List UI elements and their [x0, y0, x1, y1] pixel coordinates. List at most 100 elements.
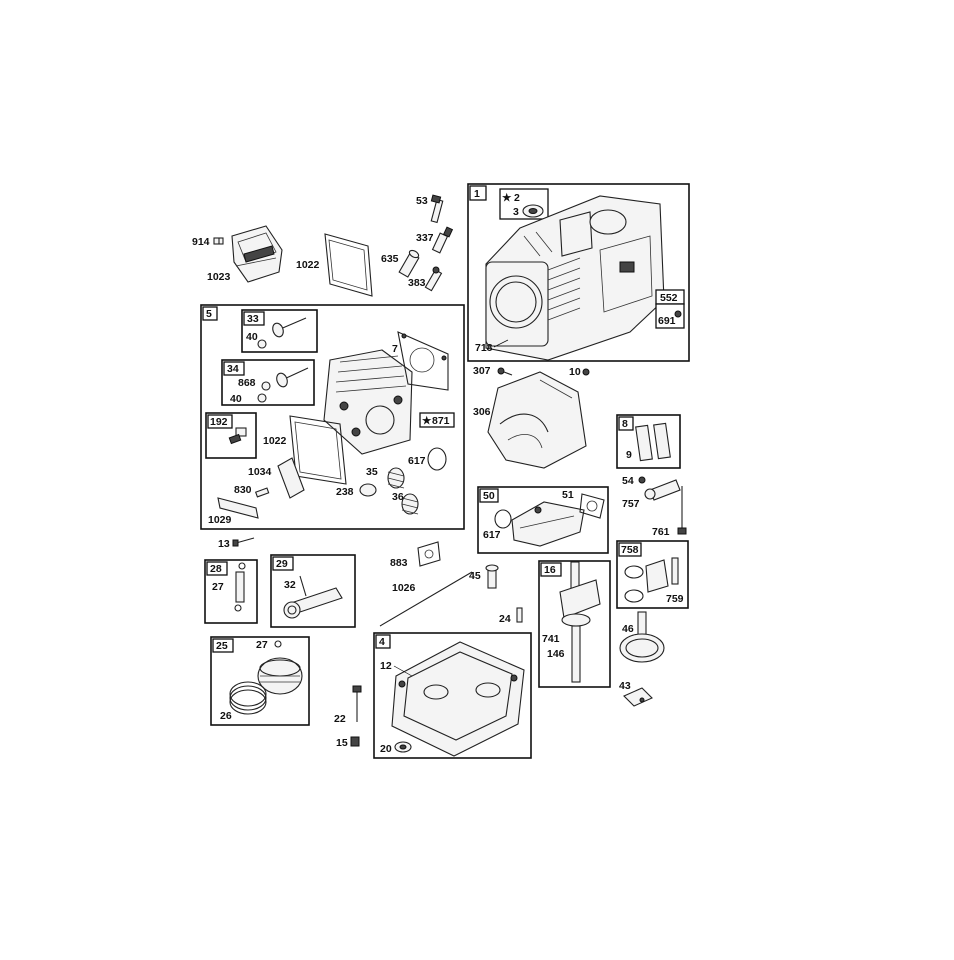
rocker-stud-part [256, 488, 269, 497]
group-label-25: 25 [216, 640, 228, 652]
sleeve-part [399, 249, 420, 277]
star-icon: ★ [422, 415, 432, 427]
group-label-192: 192 [210, 416, 228, 428]
callout-830: 830 [234, 484, 252, 496]
callout-27-pin: 27 [212, 581, 224, 593]
group-label-552: 552 [660, 292, 678, 304]
o-ring-part [495, 510, 511, 528]
group-label-2: 2 [514, 192, 520, 204]
callout-757: 757 [622, 498, 640, 510]
callout-146: 146 [547, 648, 565, 660]
callout-54: 54 [622, 475, 634, 487]
piston-ring-part [230, 682, 266, 714]
oil-seal-part [395, 742, 411, 752]
callout-306: 306 [473, 406, 491, 418]
valve-part [258, 368, 308, 402]
callout-1023: 1023 [207, 271, 231, 283]
gasket-part [418, 542, 440, 566]
o-ring-part [428, 448, 446, 470]
callout-761: 761 [652, 526, 670, 538]
callout-617-manifold: 617 [483, 529, 501, 541]
callout-759: 759 [666, 593, 684, 605]
callout-51: 51 [562, 489, 574, 501]
push-rod-part [380, 572, 472, 626]
callout-36: 36 [392, 491, 404, 503]
cover-gasket-part [325, 234, 372, 296]
callout-22: 22 [334, 713, 346, 725]
callout-45: 45 [469, 570, 481, 582]
piston-pin-part [235, 563, 245, 611]
callout-13: 13 [218, 538, 230, 550]
callout-718: 718 [475, 342, 493, 354]
group-label-871: 871 [432, 415, 450, 427]
screw-part [214, 238, 223, 244]
callout-741: 741 [542, 633, 560, 645]
long-bolt-part [678, 486, 686, 534]
group-label-8: 8 [622, 418, 628, 430]
valve-cap-part [360, 484, 376, 496]
callout-383: 383 [408, 277, 426, 289]
long-bolt-part [353, 686, 361, 722]
star-icon: ★ [502, 192, 512, 204]
callout-35: 35 [366, 466, 378, 478]
callout-12: 12 [380, 660, 392, 672]
callout-46: 46 [622, 623, 634, 635]
group-label-758: 758 [621, 544, 639, 556]
callout-43: 43 [619, 680, 631, 692]
callout-9: 9 [626, 449, 632, 461]
callout-307: 307 [473, 365, 491, 377]
bolt-part [233, 538, 254, 546]
retaining-clip-part [275, 641, 281, 647]
bolt-part [583, 369, 589, 375]
breather-tube-part [431, 195, 442, 222]
valve-lifter-part [636, 423, 671, 460]
callout-32: 32 [284, 579, 296, 591]
callout-635: 635 [381, 253, 399, 265]
drain-plug-part [351, 737, 359, 746]
connecting-rod-part [645, 480, 680, 500]
breather-valve-part [229, 428, 246, 444]
callout-10: 10 [569, 366, 581, 378]
callout-15: 15 [336, 737, 348, 749]
bolt-part [498, 368, 512, 375]
callout-20: 20 [380, 743, 392, 755]
key-part [517, 608, 522, 622]
callout-7: 7 [392, 343, 398, 355]
rocker-cover-part [232, 226, 282, 282]
group-label-28: 28 [210, 563, 222, 575]
group-label-33: 33 [247, 313, 259, 325]
group-label-5: 5 [206, 308, 212, 320]
callout-1022-top: 1022 [296, 259, 320, 271]
callout-24: 24 [499, 613, 511, 625]
group-label-50: 50 [483, 490, 495, 502]
group-label-29: 29 [276, 558, 288, 570]
group-label-1: 1 [474, 188, 480, 200]
sump-part [392, 642, 524, 756]
callout-691: 691 [658, 315, 676, 327]
valve-part [258, 318, 306, 348]
valve-spring-part [388, 468, 404, 488]
valve-spring-part [402, 494, 418, 514]
callout-1022-head: 1022 [263, 435, 287, 447]
callout-1026: 1026 [392, 582, 416, 594]
callout-868: 868 [238, 377, 256, 389]
push-rod-guide-part [278, 458, 304, 498]
callout-337: 337 [416, 232, 434, 244]
callout-26: 26 [220, 710, 232, 722]
oil-seal-part [523, 205, 543, 217]
crankshaft-part [560, 562, 600, 682]
callout-27-clip: 27 [256, 639, 268, 651]
spark-plug-part [433, 227, 453, 253]
bolt-part [639, 477, 645, 483]
callout-53: 53 [416, 195, 428, 207]
cam-gear-part [620, 612, 664, 662]
valve-lifter-part [486, 565, 498, 588]
intake-manifold-part [512, 502, 584, 546]
callout-617-head: 617 [408, 455, 426, 467]
callout-1034: 1034 [248, 466, 272, 478]
callout-3: 3 [513, 206, 519, 218]
air-guide-part [488, 372, 586, 468]
callout-238: 238 [336, 486, 354, 498]
plug-wrench-part [425, 267, 441, 291]
